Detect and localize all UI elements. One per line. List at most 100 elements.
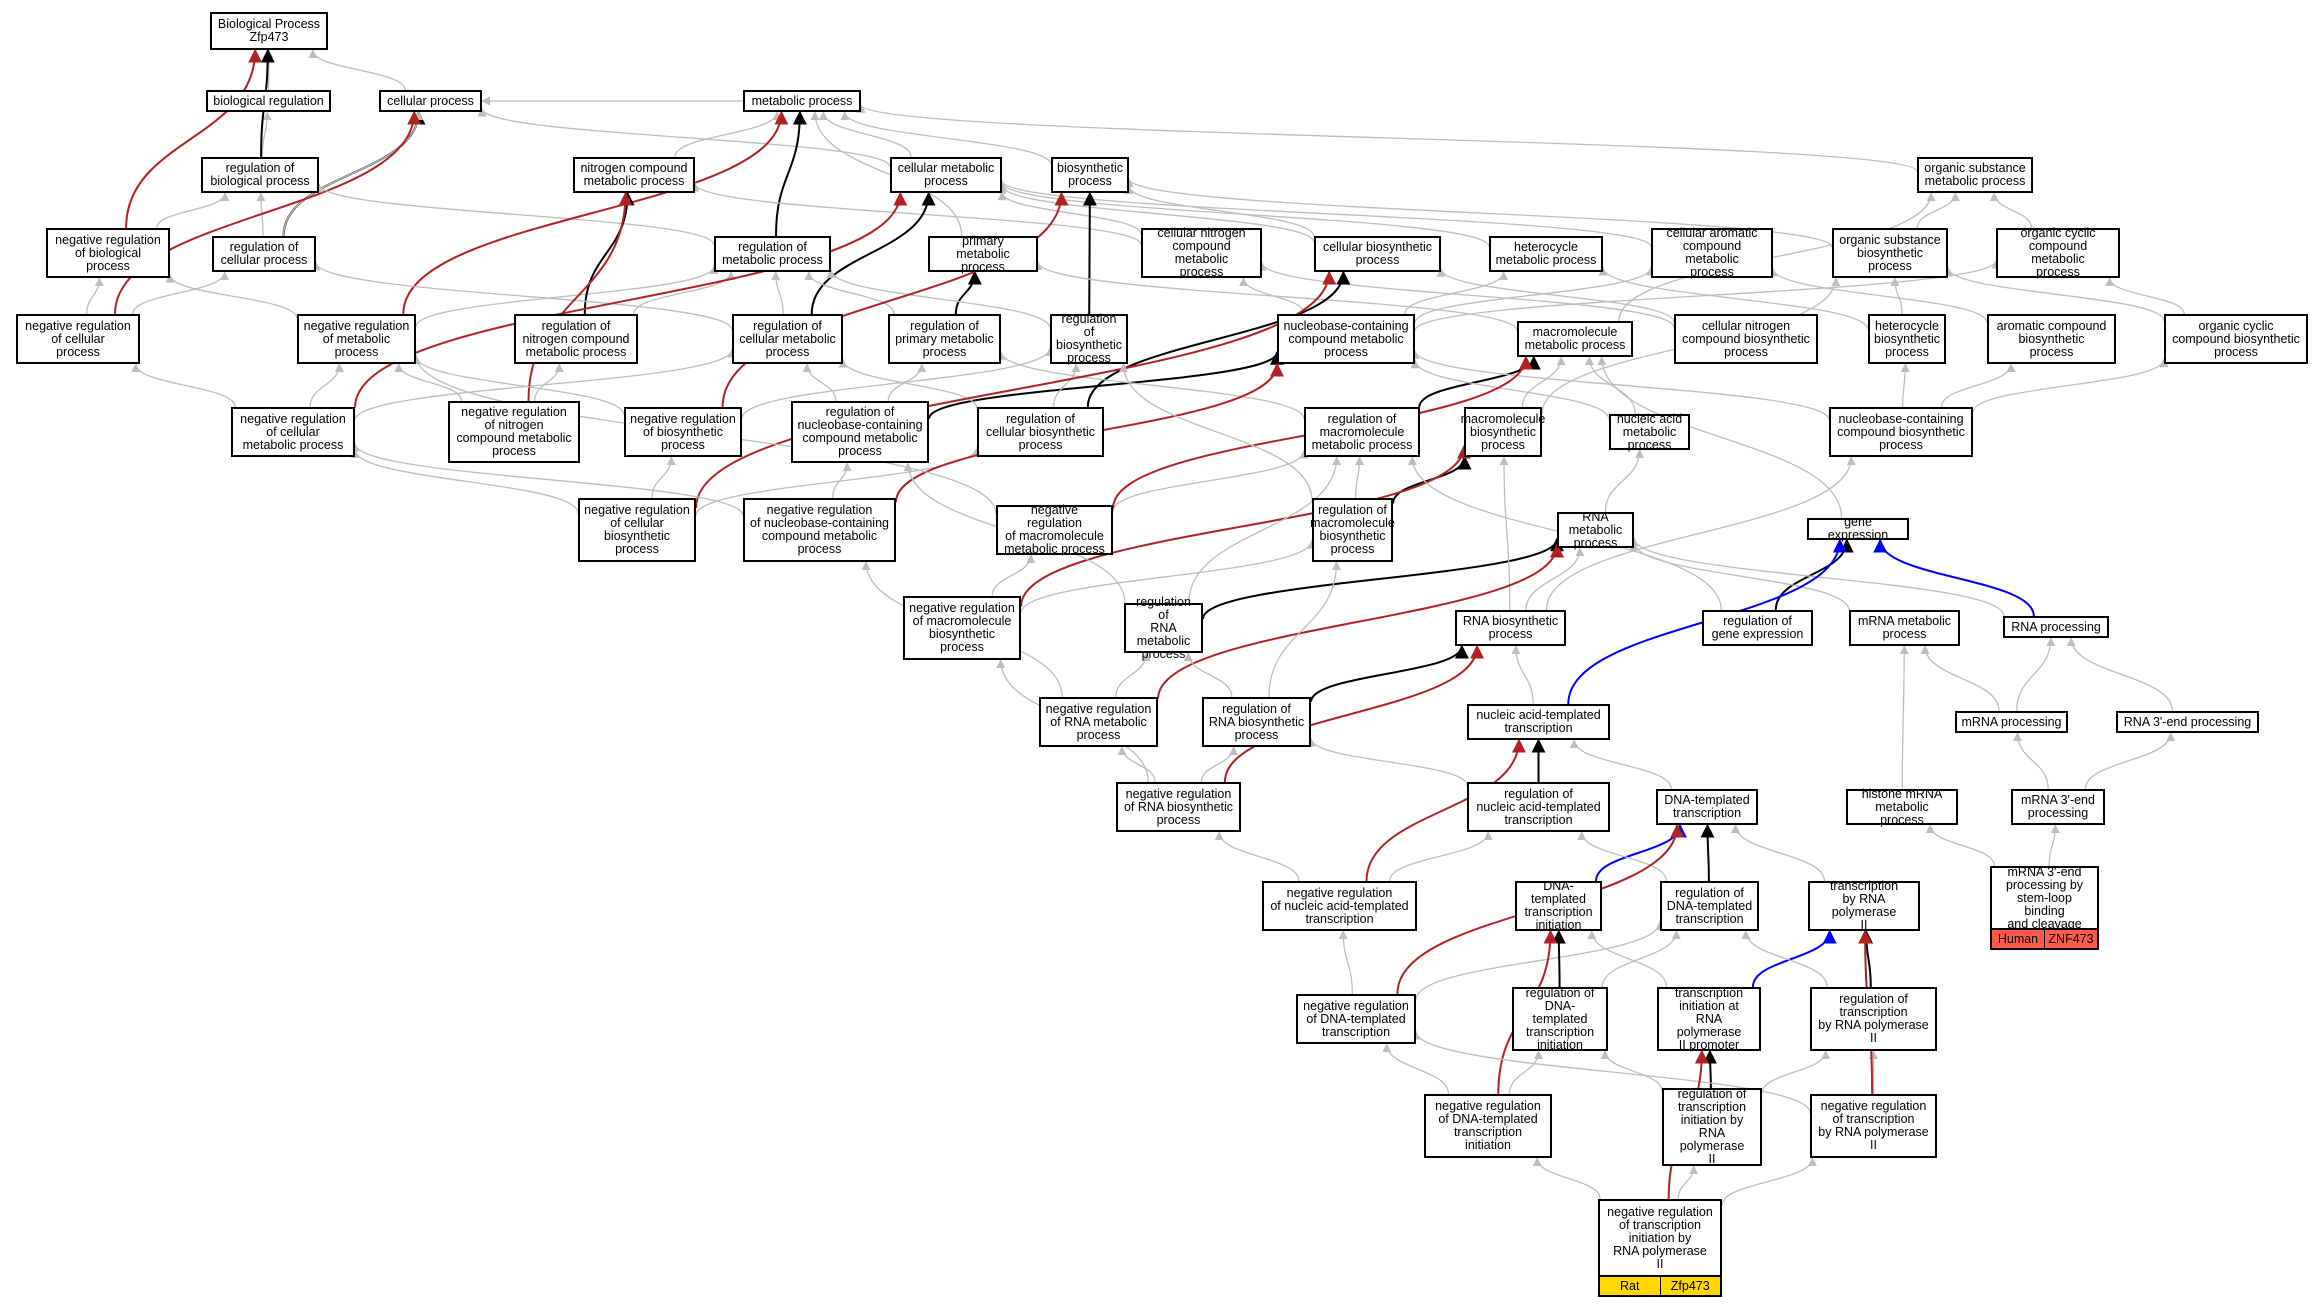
go-term-node-ge[interactable]: gene expression xyxy=(1807,516,1909,542)
go-term-node-nrmmp[interactable]: negative regulation of macromolecule met… xyxy=(996,504,1113,556)
edge-is-a-namp-to-nbcmp xyxy=(1410,359,1610,420)
go-term-node-rbp[interactable]: regulation of biological process xyxy=(201,157,319,193)
go-term-node-cncbp[interactable]: cellular nitrogen compound biosynthetic … xyxy=(1674,314,1818,364)
edge-is-a-rmmp-to-rpmp xyxy=(996,350,1305,420)
go-term-node-nrmp[interactable]: negative regulation of metabolic process xyxy=(297,314,416,364)
go-term-node-pmp[interactable]: primary metabolic process xyxy=(928,234,1038,273)
edge-regulates-rmp-to-mp xyxy=(775,110,807,237)
go-term-node-rmmp[interactable]: regulation of macromolecule metabolic pr… xyxy=(1304,407,1420,457)
edge-negatively-regulates-nrrnamp-to-rnamp xyxy=(1157,543,1564,700)
go-term-node-nrdtti[interactable]: negative regulation of DNA-templated tra… xyxy=(1424,1094,1552,1158)
edge-is-a-nrmp-to-rmp xyxy=(415,265,719,328)
go-term-node-hmrnamp[interactable]: histone mRNA metabolic process xyxy=(1846,787,1958,826)
edge-is-a-rnatt-to-rrnabsp xyxy=(1306,737,1468,786)
go-term-node-rcbsp[interactable]: regulation of cellular biosynthetic proc… xyxy=(977,407,1104,457)
edge-is-a-namp-to-mmp xyxy=(1584,356,1636,415)
go-term-node-nrncmp[interactable]: negative regulation of nitrogen compound… xyxy=(448,401,580,463)
go-term-node-nrnatt[interactable]: negative regulation of nucleic acid-temp… xyxy=(1262,881,1417,931)
go-term-node-bp[interactable]: Biological Process Zfp473 xyxy=(210,12,328,50)
go-term-node-rpmp[interactable]: regulation of primary metabolic process xyxy=(888,314,1001,364)
edge-is-a-rnabsp-to-nbcbp xyxy=(1545,456,1856,611)
edge-is-a-hbp-to-osbp xyxy=(1890,277,1903,315)
go-term-node-br[interactable]: biological regulation xyxy=(206,90,331,112)
go-term-node-nrcbsp[interactable]: negative regulation of cellular biosynth… xyxy=(578,498,696,562)
go-term-node-rrnamp[interactable]: regulation of RNA metabolic process xyxy=(1124,595,1203,660)
go-term-node-rrnabsp[interactable]: regulation of RNA biosynthetic process xyxy=(1202,697,1311,747)
go-term-node-tip2[interactable]: transcription initiation at RNA polymera… xyxy=(1657,986,1761,1051)
go-term-node-hmp[interactable]: heterocycle metabolic process xyxy=(1489,236,1603,272)
go-term-node-nrdtt[interactable]: negative regulation of DNA-templated tra… xyxy=(1296,994,1416,1044)
go-term-node-cp[interactable]: cellular process xyxy=(379,90,482,112)
go-term-node-mrnamp[interactable]: mRNA metabolic process xyxy=(1849,610,1960,646)
edge-is-a-tip2-to-dtti xyxy=(1587,930,1668,988)
edge-is-a-nrcp-to-rcp xyxy=(132,271,230,315)
edge-is-a-nrnbcmp-to-rnbcmp xyxy=(832,462,852,499)
go-term-node-r3ep[interactable]: RNA 3'-end processing xyxy=(2116,711,2259,733)
edge-is-a-nrnatt-to-rnatt xyxy=(1389,831,1493,882)
go-term-node-mmp[interactable]: macromolecule metabolic process xyxy=(1517,321,1633,357)
go-term-node-nbcbp[interactable]: nucleobase-containing compound biosynthe… xyxy=(1829,407,1973,457)
edge-is-a-hmp-to-cmp xyxy=(997,181,1490,247)
go-term-node-mrnap[interactable]: mRNA processing xyxy=(1955,711,2068,733)
go-term-node-nbcmp[interactable]: nucleobase-containing compound metabolic… xyxy=(1277,314,1415,364)
edge-is-a-dtt-to-natt xyxy=(1569,739,1672,790)
go-term-node-mp[interactable]: metabolic process xyxy=(743,90,861,112)
go-term-node-osbp[interactable]: organic substance biosynthetic process xyxy=(1832,228,1948,278)
go-term-node-acbp[interactable]: aromatic compound biosynthetic process xyxy=(1987,314,2116,364)
go-term-node-trp2[interactable]: transcription by RNA polymerase II xyxy=(1808,880,1920,932)
go-term-node-nrrnamp[interactable]: negative regulation of RNA metabolic pro… xyxy=(1039,697,1158,747)
go-term-node-natt[interactable]: nucleic acid-templated transcription xyxy=(1467,704,1610,740)
edge-is-a-rdtt-to-rnatt xyxy=(1577,831,1667,882)
go-term-node-rbsp[interactable]: regulation of biosynthetic process xyxy=(1050,313,1128,365)
go-term-node-nrbsp[interactable]: negative regulation of biosynthetic proc… xyxy=(624,407,742,457)
edge-is-a-nbcbp-to-occbp xyxy=(1972,358,2169,413)
go-term-node-rcp[interactable]: regulation of cellular process xyxy=(212,236,316,272)
edge-is-a-rtrp2-to-rdtt xyxy=(1741,930,1828,988)
go-term-node-bsp[interactable]: biosynthetic process xyxy=(1051,157,1129,193)
go-term-node-rcmp[interactable]: regulation of cellular metabolic process xyxy=(732,314,843,364)
go-term-node-osmp[interactable]: organic substance metabolic process xyxy=(1917,157,2033,193)
go-term-node-namp[interactable]: nucleic acid metabolic process xyxy=(1609,412,1690,451)
go-term-node-rmbsp[interactable]: regulation of macromolecule biosynthetic… xyxy=(1310,498,1395,562)
go-term-node-nrnbcmp[interactable]: negative regulation of nucleobase-contai… xyxy=(743,498,896,562)
go-term-node-mbsp[interactable]: macromolecule biosynthetic process xyxy=(1461,407,1545,457)
edge-is-a-nrncmp-to-rncmp xyxy=(534,363,564,402)
go-term-node-rdtt[interactable]: regulation of DNA-templated transcriptio… xyxy=(1660,881,1759,931)
go-term-node-rge[interactable]: regulation of gene expression xyxy=(1702,610,1813,646)
go-term-node-nrmbsp[interactable]: negative regulation of macromolecule bio… xyxy=(903,596,1021,660)
go-term-node-cmp[interactable]: cellular metabolic process xyxy=(890,157,1002,193)
edge-is-a-rmbsp-to-rbsp xyxy=(1118,363,1313,501)
go-term-node-camp[interactable]: cellular aromatic compound metabolic pro… xyxy=(1651,227,1773,279)
edge-is-a-rcmp-to-rcp xyxy=(311,261,733,331)
go-term-node-m3ep[interactable]: mRNA 3'-end processing xyxy=(2011,789,2105,825)
go-term-node-m3sl[interactable]: mRNA 3'-end processing by stem-loop bind… xyxy=(1990,865,2099,930)
go-term-node-nrtrp2[interactable]: negative regulation of transcription by … xyxy=(1810,1094,1937,1158)
go-term-node-cncmp[interactable]: cellular nitrogen compound metabolic pro… xyxy=(1141,227,1262,279)
edge-regulates-rrnabsp-to-rnabsp xyxy=(1310,644,1469,703)
go-term-node-nrcmp[interactable]: negative regulation of cellular metaboli… xyxy=(231,407,355,457)
go-term-node-rnatt[interactable]: regulation of nucleic acid-templated tra… xyxy=(1467,782,1610,832)
go-term-node-rnabsp[interactable]: RNA biosynthetic process xyxy=(1455,610,1566,646)
go-term-node-rmp[interactable]: regulation of metabolic process xyxy=(714,236,831,272)
go-term-node-dtt[interactable]: DNA-templated transcription xyxy=(1656,789,1758,825)
go-term-node-ncmp[interactable]: nitrogen compound metabolic process xyxy=(573,157,695,193)
go-term-node-nrbp[interactable]: negative regulation of biological proces… xyxy=(46,228,170,278)
go-term-node-occmp[interactable]: organic cyclic compound metabolic proces… xyxy=(1996,227,2120,279)
go-term-node-rnbcmp[interactable]: regulation of nucleobase-containing comp… xyxy=(791,401,929,463)
go-term-node-rdtti[interactable]: regulation of DNA-templated transcriptio… xyxy=(1512,986,1608,1051)
go-term-node-nrrnabsp[interactable]: negative regulation of RNA biosynthetic … xyxy=(1116,782,1241,832)
go-term-node-rnamp[interactable]: RNA metabolic process xyxy=(1557,510,1634,549)
edge-is-a-nrtip2-to-nrdtti xyxy=(1532,1157,1601,1200)
go-term-node-nrcp[interactable]: negative regulation of cellular process xyxy=(16,314,140,364)
go-term-node-rncmp[interactable]: regulation of nitrogen compound metaboli… xyxy=(514,314,638,364)
go-term-node-rnap[interactable]: RNA processing xyxy=(2003,616,2109,638)
go-term-node-rtrp2[interactable]: regulation of transcription by RNA polym… xyxy=(1810,987,1937,1051)
go-term-node-rtip2[interactable]: regulation of transcription initiation b… xyxy=(1662,1088,1762,1166)
go-term-node-cbsp[interactable]: cellular biosynthetic process xyxy=(1314,236,1441,272)
go-term-node-dtti[interactable]: DNA-templated transcription initiation xyxy=(1515,880,1602,932)
go-term-node-nrtip2[interactable]: negative regulation of transcription ini… xyxy=(1598,1199,1722,1277)
edge-is-a-nrcmp-to-nrmp xyxy=(309,363,344,408)
go-term-node-hbp[interactable]: heterocycle biosynthetic process xyxy=(1868,314,1946,364)
go-term-node-occbp[interactable]: organic cyclic compound biosynthetic pro… xyxy=(2164,314,2308,364)
